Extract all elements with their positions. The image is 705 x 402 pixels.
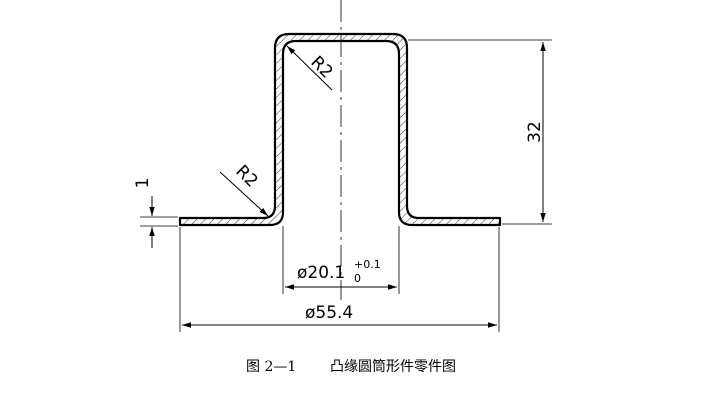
radius-top-label: R2 xyxy=(306,52,336,82)
part-outline xyxy=(178,32,502,227)
section-hatching xyxy=(180,34,500,225)
inner-dia-label: ø20.1 xyxy=(297,263,345,283)
figure-number: 图 2—1 xyxy=(246,359,297,375)
inner-dia-tol-lower: 0 xyxy=(354,272,361,285)
figure-title: 凸缘圆筒形件零件图 xyxy=(330,359,456,375)
inner-dia-tol-upper: +0.1 xyxy=(354,258,381,271)
height-label: 32 xyxy=(525,121,545,143)
thickness-label: 1 xyxy=(133,178,153,189)
outer-dia-label: ø55.4 xyxy=(305,303,353,323)
radius-bottom-leader xyxy=(219,171,269,217)
radius-top-leader xyxy=(286,45,333,91)
